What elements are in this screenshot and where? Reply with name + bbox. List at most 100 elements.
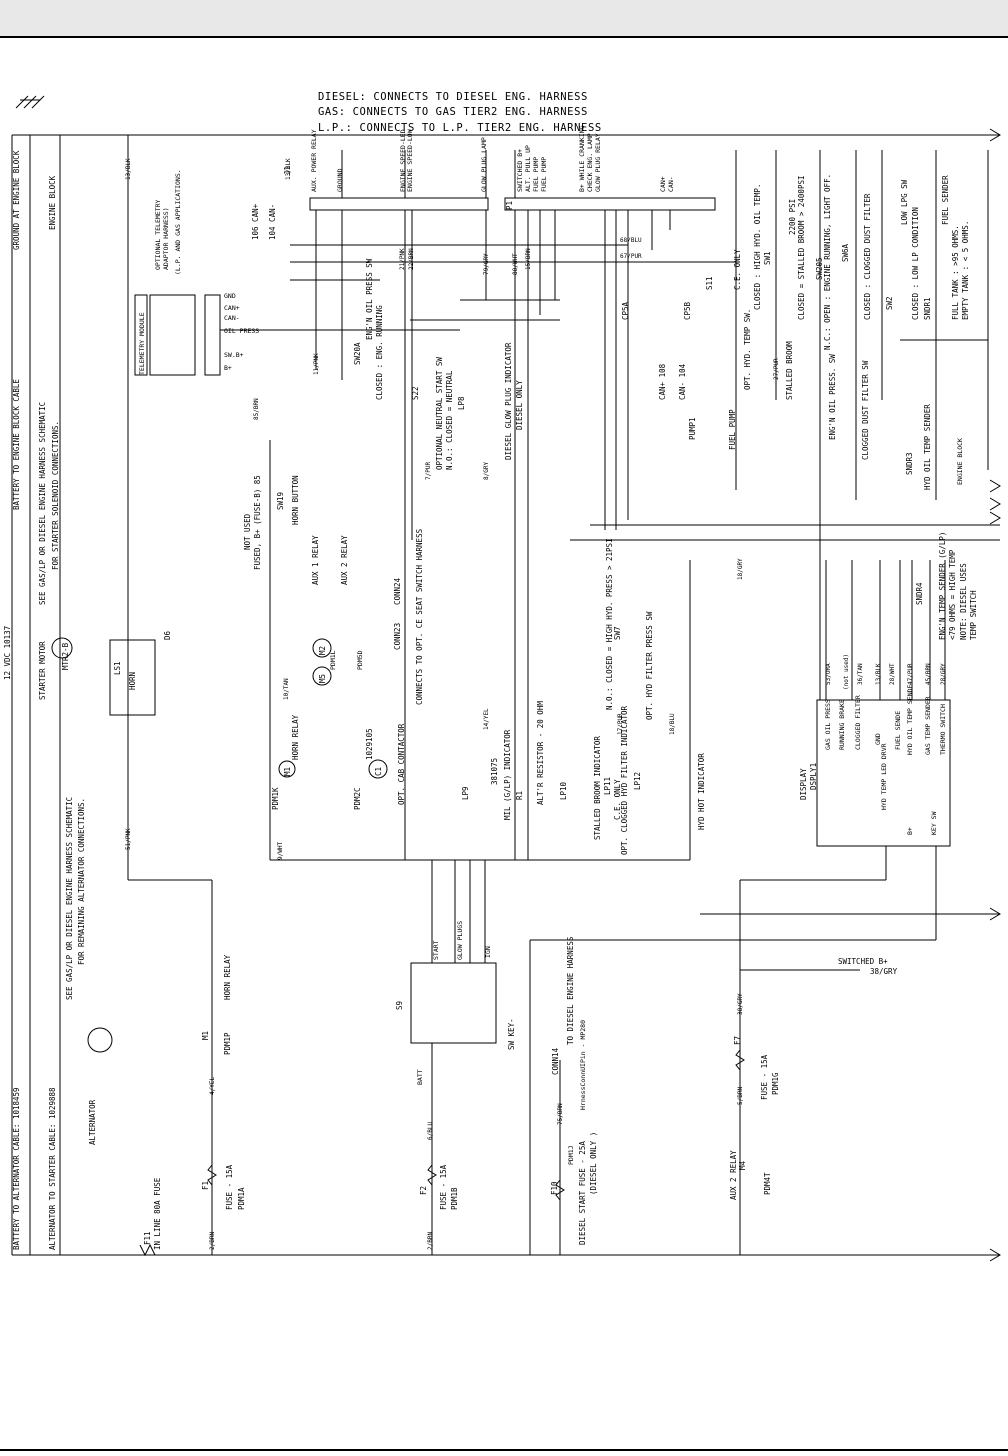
ohms79-label: <79 OHMS = HIGH TEMP: [948, 549, 957, 640]
p1-pin-check: CHECK ENG. LAMP: [586, 133, 594, 192]
wire-88wht: 88/WHT: [512, 253, 519, 275]
opt-hyd-filter-sw-label: OPT. HYD FILTER PRESS SW: [645, 611, 654, 720]
display-wire-7: 28/GRY: [940, 663, 947, 685]
label-mtr2: MTR2-B: [61, 642, 70, 670]
connects-ce-label: CONNECTS TO OPT. CE SEAT SWITCH HARNESS: [415, 528, 424, 705]
hyd-oil-temp-label: HYD OIL TEMP SENDER: [923, 404, 932, 490]
p1-pin-fuel2: FUEL PUMP: [540, 157, 548, 192]
harness-note-lp: L.P.: CONNECTS TO L.P. TIER2 ENG. HARNES…: [318, 122, 602, 134]
diesel-only-label: DIESEL ONLY: [515, 380, 524, 430]
j1-pin-speed-low: ENGINE SPEED-LOW: [406, 129, 414, 192]
aux2b-label: AUX 2 RELAY: [729, 1150, 738, 1200]
note-diesel-label: NOTE: DIESEL USES: [959, 563, 968, 640]
opt-hyd-temp-label: OPT. HYD. TEMP SW.: [743, 309, 752, 390]
j1-pin-glow: GLOW PLUG LAMP: [480, 137, 488, 192]
p1-pin-crank: B+ WHILE CRANKING: [578, 125, 586, 192]
wire-9wht-a: 9/WHT: [277, 842, 284, 860]
telemetry-wire-106: 106 CAN+: [251, 203, 260, 240]
label-for-alt: FOR REMAINING ALTERNATOR CONNECTIONS.: [77, 798, 86, 965]
engn-oil2-label: ENG'N OIL PRESS. SW: [828, 354, 837, 440]
label-alternator: ALTERNATOR: [88, 1099, 97, 1145]
footer-rule: [0, 1449, 1008, 1451]
label-see-gas-starter: SEE GAS/LP OR DIESEL ENGINE HARNESS SCHE…: [38, 402, 47, 605]
display-pin-3: GND: [874, 733, 882, 745]
wire-68blu: 68/BLU: [620, 237, 642, 244]
display-wire-5: 47/PUR: [907, 663, 914, 685]
stalled-broom-sw-label: STALLED BROOM: [785, 341, 794, 400]
sndr4-label: SNDR4: [915, 582, 924, 605]
pdm1g-label: PDM1G: [771, 1072, 780, 1095]
lp10-label: LP10: [559, 781, 568, 800]
wire-17pur: 17/PUR: [617, 713, 624, 735]
pdm1a-label: PDM1A: [237, 1187, 246, 1210]
harness-note-gas: GAS: CONNECTS TO GAS TIER2 ENG. HARNESS: [318, 106, 588, 118]
key-batt-label: BATT: [416, 1069, 424, 1085]
telemetry-apps: (L.P. AND GAS APPLICATIONS.: [174, 169, 182, 275]
sw20a-label: SW20A: [353, 342, 362, 365]
wire-6blu: 6/BLU: [427, 1122, 434, 1140]
full-tank-label: FULL TANK : >95 OHMS.: [951, 225, 960, 320]
low-lpg-label: LOW LPG SW: [900, 179, 909, 225]
sw2-label: SW2: [885, 296, 894, 310]
pdm1p-label: PDM1P: [223, 1032, 232, 1055]
wire-14yel: 14/YEL: [483, 708, 490, 730]
clogged-dust-sw-label: CLOGGED DUST FILTER SW: [861, 360, 870, 460]
label-inline-fuse: IN LINE 80A FUSE: [153, 1177, 162, 1250]
wire-27pur: 27/PUR: [773, 358, 780, 380]
dsply1-label: DSPLY1: [809, 763, 818, 790]
f10-label: F10: [550, 1181, 559, 1195]
display-pin-8: HYD TEMP LED DRVR: [880, 743, 888, 810]
wire-11pnk: 11/PNK: [313, 353, 320, 375]
stalled-indicator-label: STALLED BROOM INDICATOR: [593, 736, 602, 840]
m1-label: M1: [283, 767, 292, 776]
w38-label: 38/GRY: [870, 967, 898, 976]
aux1-label: AUX 1 RELAY: [311, 535, 320, 585]
j1-pin-speed-led: ENGINE SPEED-LED: [399, 129, 407, 192]
horn-button-label: HORN BUTTON: [291, 475, 300, 525]
sndr1-label: SNDR1: [923, 297, 932, 320]
nc-neutral-label: N.O.: CLOSED = NEUTRAL: [445, 370, 454, 470]
wire-85brn: 85/BRN: [253, 398, 260, 420]
opt-neutral-label: OPTIONAL NEUTRAL START SW: [435, 357, 444, 470]
engine-block2-label: ENGINE BLOCK: [956, 438, 964, 485]
telemetry-adaptor: ADAPTOR HARNESS): [162, 207, 170, 270]
wire-2brn-a: 2/BRN: [209, 1232, 216, 1250]
wire-22brn: 22/BRN: [408, 248, 415, 270]
wire-21pnk: 21/PNK: [399, 248, 406, 270]
display-pin-0: GAS OIL PRESS: [824, 699, 832, 750]
fuse15a-label-b: FUSE - 15A: [439, 1164, 448, 1210]
empty-tank-label: EMPTY TANK : < 5 OHMS.: [961, 221, 970, 320]
conn14-label: CONN14: [551, 1047, 560, 1075]
display-pin-7: THERMO SWITCH: [939, 704, 947, 755]
label-ls1: LS1: [113, 661, 122, 675]
telemetry-fused: FUSED, B+ (FUSE-B) 85: [253, 475, 262, 570]
diesel-only2-label: (DIESEL ONLY ): [589, 1132, 598, 1195]
closed-dust-label: CLOSED : CLOGGED DUST FILTER: [863, 193, 872, 320]
display-wire-6: 45/BRN: [925, 663, 932, 685]
cp5a-label: CP5A: [621, 301, 630, 320]
label-ground-engine-block: GROUND AT ENGINE BLOCK: [12, 150, 21, 250]
r1-label: R1: [515, 791, 524, 800]
wire-79gry: 79/GRY: [483, 253, 490, 275]
label-for-starter: FOR STARTER SOLENOID CONNECTIONS.: [51, 421, 60, 570]
s9-label: S9: [395, 1001, 404, 1010]
c1-label: C1: [374, 767, 383, 776]
fuel-sender-label: FUEL SENDER: [941, 175, 950, 225]
can108-label: CAN+ 108: [658, 363, 667, 400]
m5-label: M5: [318, 674, 327, 683]
display-pin-10: KEY SW: [930, 811, 938, 835]
wire-51pnk: 51/PNK: [125, 828, 132, 850]
display-wire-2: 36/TAN: [857, 663, 864, 685]
sw205-label: SW205: [815, 257, 824, 280]
label-f11: F11: [143, 1231, 152, 1245]
mil-indicator-label: MIL (G/LP) INDICATOR: [503, 729, 512, 820]
temp-switch-label: TEMP SWITCH: [969, 590, 978, 640]
aux2-label: AUX 2 RELAY: [340, 535, 349, 585]
p1-label: P1: [505, 201, 514, 210]
wire-18gry: 18/GRY: [737, 558, 744, 580]
pdm1k-label: PDM1K: [271, 787, 280, 810]
wire-13blk-a: 13/BLK: [125, 158, 132, 180]
sw7-label: SW7: [613, 626, 622, 640]
harness-note-diesel: DIESEL: CONNECTS TO DIESEL ENG. HARNESS: [318, 91, 588, 103]
